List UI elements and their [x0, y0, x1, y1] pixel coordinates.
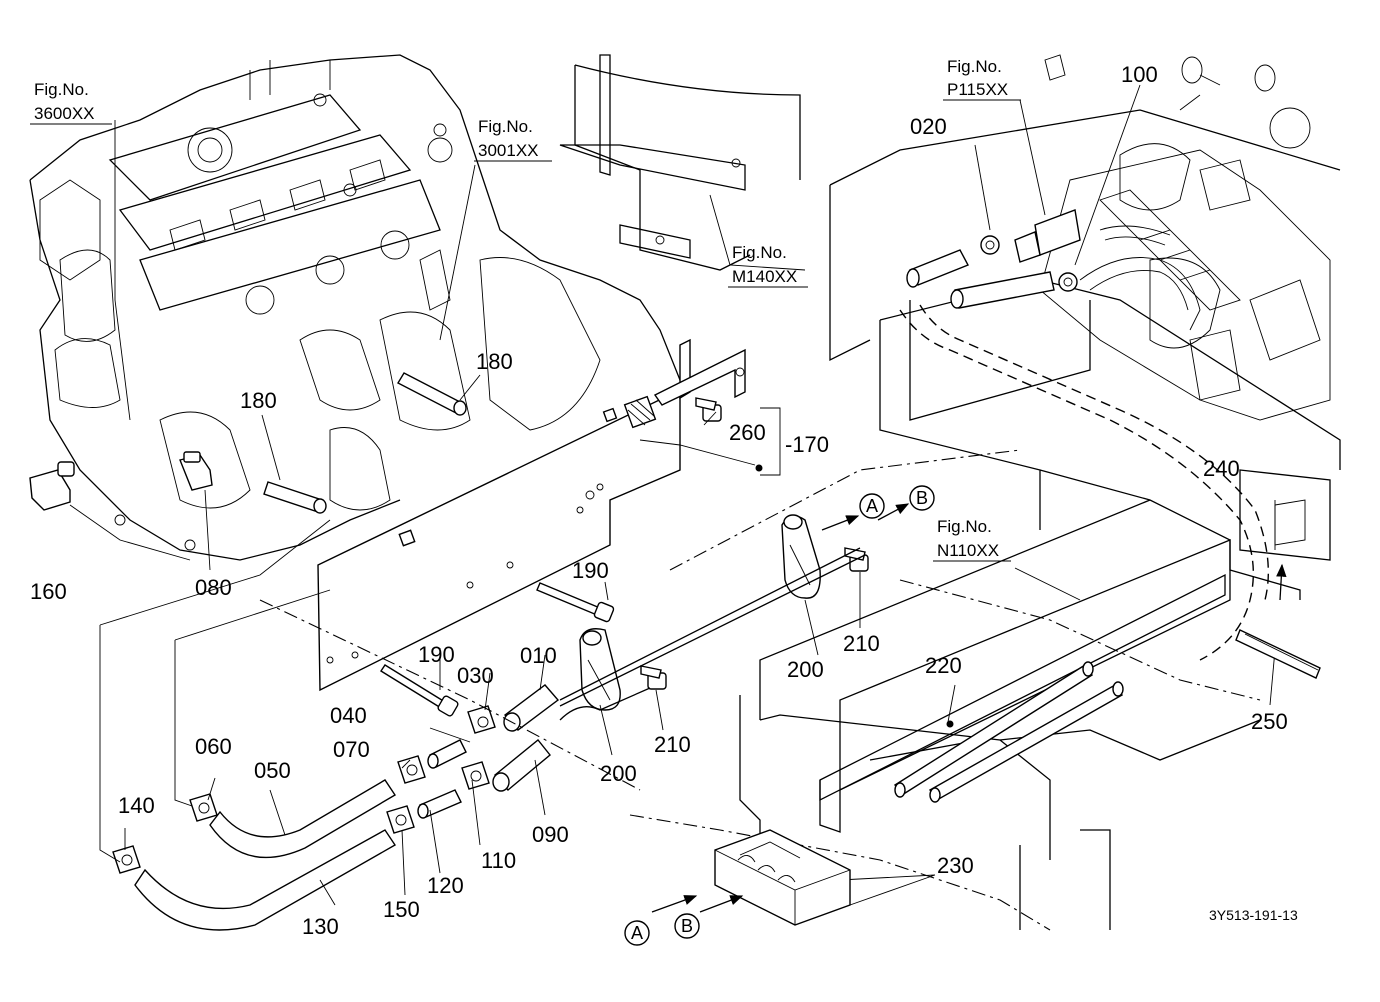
- callout-190b: 190: [418, 642, 455, 667]
- callout-150: 150: [383, 897, 420, 922]
- mounting-plate: [317, 338, 746, 692]
- fig-ref-p115-label: Fig.No.: [947, 57, 1002, 76]
- fig-ref-m140-label: Fig.No.: [732, 243, 787, 262]
- fig-ref-3001-label: Fig.No.: [478, 117, 533, 136]
- fig-ref-3001: Fig.No. 3001XX: [474, 117, 552, 162]
- bracket-m140: [559, 54, 801, 271]
- callout-250: 250: [1251, 709, 1288, 734]
- callout-100: 100: [1121, 62, 1158, 87]
- fig-ref-3600: Fig.No. 3600XX: [30, 80, 112, 125]
- route-marker-a-top-text: A: [866, 496, 878, 516]
- pipes: [559, 547, 866, 721]
- fig-ref-3600-code: 3600XX: [34, 104, 95, 123]
- callout-260: 260: [729, 420, 766, 445]
- fig-ref-n110: Fig.No. N110XX: [933, 517, 1011, 562]
- callout-010: 010: [520, 643, 557, 668]
- fig-ref-3001-code: 3001XX: [478, 141, 539, 160]
- callout-050: 050: [254, 758, 291, 783]
- route-marker-a-bottom: A: [624, 920, 650, 946]
- engine-block-drawing: [29, 54, 681, 561]
- frame-assembly: [259, 54, 1341, 931]
- fig-ref-3600-label: Fig.No.: [34, 80, 89, 99]
- fig-ref-n110-label: Fig.No.: [937, 517, 992, 536]
- callout-060: 060: [195, 734, 232, 759]
- route-marker-a-bottom-text: A: [631, 923, 643, 943]
- pipes-220-250: [894, 629, 1321, 803]
- callout-170: -170: [785, 432, 829, 457]
- diagram-code: 3Y513-191-13: [1209, 907, 1298, 923]
- fig-ref-m140: Fig.No. M140XX: [728, 243, 808, 288]
- route-marker-b-bottom: B: [674, 913, 700, 939]
- route-marker-b-top-text: B: [916, 488, 928, 508]
- valve-assembly-p115: [906, 143, 1331, 421]
- hoses-050-130: [134, 779, 396, 931]
- callout-220: 220: [925, 653, 962, 678]
- callout-180b: 180: [240, 388, 277, 413]
- callout-labels: 010 020 030 040 050 060 070 080 090 100 …: [30, 62, 1288, 939]
- fig-ref-n110-code: N110XX: [937, 541, 999, 560]
- callout-020: 020: [910, 114, 947, 139]
- callout-090: 090: [532, 822, 569, 847]
- block-230: [714, 829, 851, 926]
- callout-040: 040: [330, 703, 367, 728]
- fig-ref-p115-code: P115XX: [947, 80, 1008, 99]
- callout-130: 130: [302, 914, 339, 939]
- routing-arrows: [651, 503, 1287, 913]
- route-marker-b-bottom-text: B: [681, 916, 693, 936]
- route-marker-b-top: B: [909, 485, 935, 511]
- callout-070: 070: [333, 737, 370, 762]
- callout-210b: 210: [654, 732, 691, 757]
- engine-fittings: [29, 372, 467, 514]
- callout-120: 120: [427, 873, 464, 898]
- callout-240: 240: [1203, 456, 1240, 481]
- fig-ref-m140-code: M140XX: [732, 267, 797, 286]
- clips-200: [579, 514, 821, 711]
- callout-200b: 200: [600, 761, 637, 786]
- callout-200a: 200: [787, 657, 824, 682]
- route-marker-a-top: A: [859, 493, 885, 519]
- bolts-190: [380, 582, 615, 717]
- callout-190a: 190: [572, 558, 609, 583]
- callout-110: 110: [481, 848, 516, 873]
- callout-180a: 180: [476, 349, 513, 374]
- fig-ref-p115: Fig.No. P115XX: [943, 57, 1021, 101]
- callout-160: 160: [30, 579, 67, 604]
- callout-030: 030: [457, 663, 494, 688]
- hoses-and-fittings: [112, 684, 560, 874]
- callout-080: 080: [195, 575, 232, 600]
- callout-230: 230: [937, 853, 974, 878]
- callout-210a: 210: [843, 631, 880, 656]
- bolts-210-260: [640, 397, 869, 690]
- callout-140: 140: [118, 793, 155, 818]
- leader-lines: [69, 84, 1276, 906]
